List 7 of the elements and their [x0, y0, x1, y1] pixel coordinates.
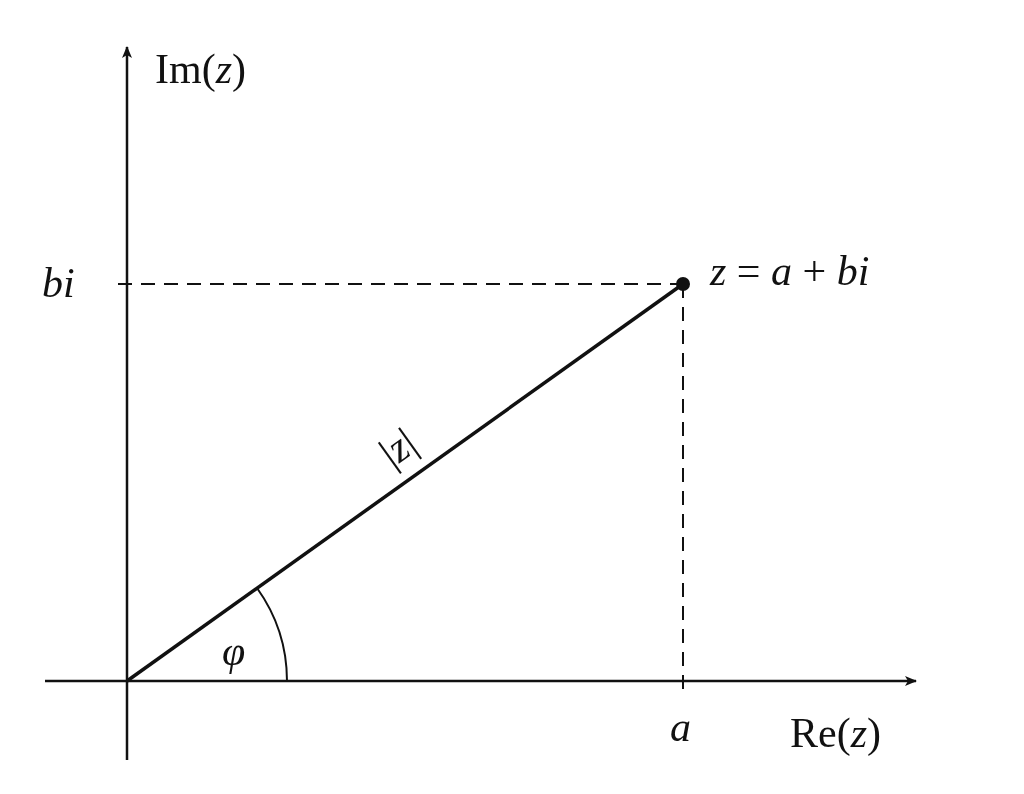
tick-label: bi — [42, 262, 75, 304]
point-label: z = a + bi — [710, 250, 870, 292]
magnitude-label: |z| — [372, 420, 424, 475]
angle-label: φ — [222, 630, 246, 672]
tick-label: a — [670, 706, 691, 748]
axis-label: Im(z) — [155, 48, 246, 90]
axis-label: Re(z) — [790, 712, 881, 754]
